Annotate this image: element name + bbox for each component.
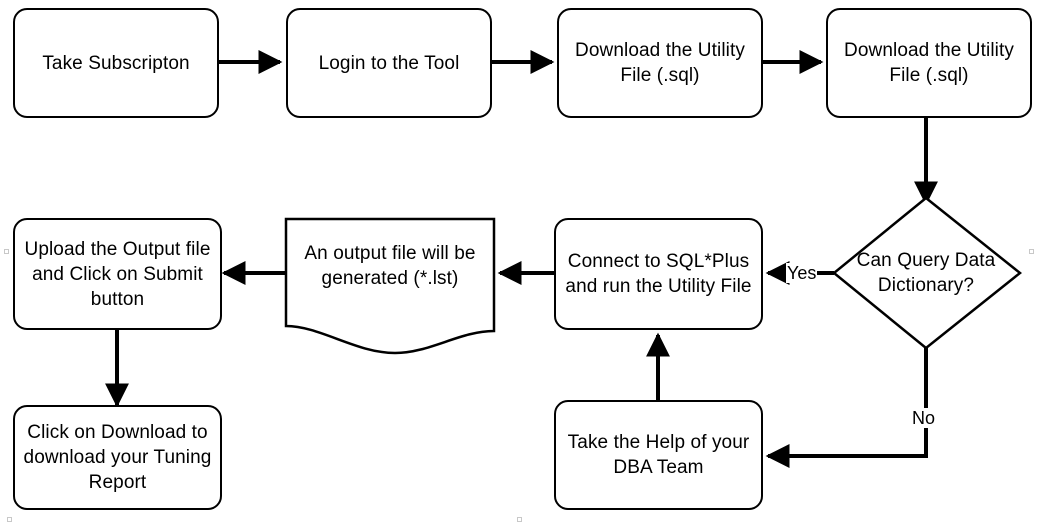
node-label-click-download: Click on Download to download your Tunin…: [23, 422, 212, 493]
node-click-download[interactable]: Click on Download to download your Tunin…: [13, 405, 222, 510]
document-shape-output-file: [284, 217, 496, 355]
node-connect-sqlplus[interactable]: Connect to SQL*Plus and run the Utility …: [554, 218, 763, 330]
scan-artifact-bottom-center: [517, 517, 522, 522]
node-download-utility-1[interactable]: Download the Utility File (.sql): [557, 8, 763, 118]
node-label-upload-output: Upload the Output file and Click on Subm…: [24, 238, 211, 310]
node-label-dba-help: Take the Help of your DBA Team: [567, 432, 750, 478]
node-login-tool[interactable]: Login to the Tool: [286, 8, 492, 118]
node-upload-output[interactable]: Upload the Output file and Click on Subm…: [13, 218, 222, 330]
node-dba-help[interactable]: Take the Help of your DBA Team: [554, 400, 763, 510]
scan-artifact-left: [4, 249, 9, 254]
node-take-subscription[interactable]: Take Subscripton: [13, 8, 219, 118]
connector-decision-no-to-dba: [765, 348, 928, 468]
edge-label-yes: Yes: [786, 263, 818, 283]
node-output-file[interactable]: An output file will be generated (*.lst): [286, 219, 494, 331]
node-label-output-file: An output file will be generated (*.lst): [304, 243, 476, 289]
edge-label-no: No: [911, 408, 937, 428]
node-label-download-utility-2: Download the Utility File (.sql): [844, 40, 1014, 86]
node-label-login-tool: Login to the Tool: [318, 52, 460, 74]
node-download-utility-2[interactable]: Download the Utility File (.sql): [826, 8, 1032, 118]
node-label-download-utility-1: Download the Utility File (.sql): [575, 40, 745, 86]
node-label-connect-sqlplus: Connect to SQL*Plus and run the Utility …: [565, 251, 752, 297]
scan-artifact-right: [1029, 249, 1034, 254]
node-label-take-subscription: Take Subscripton: [42, 52, 190, 74]
decision-diamond-shape: [832, 196, 1023, 350]
scan-artifact-bottom-left: [7, 517, 12, 522]
